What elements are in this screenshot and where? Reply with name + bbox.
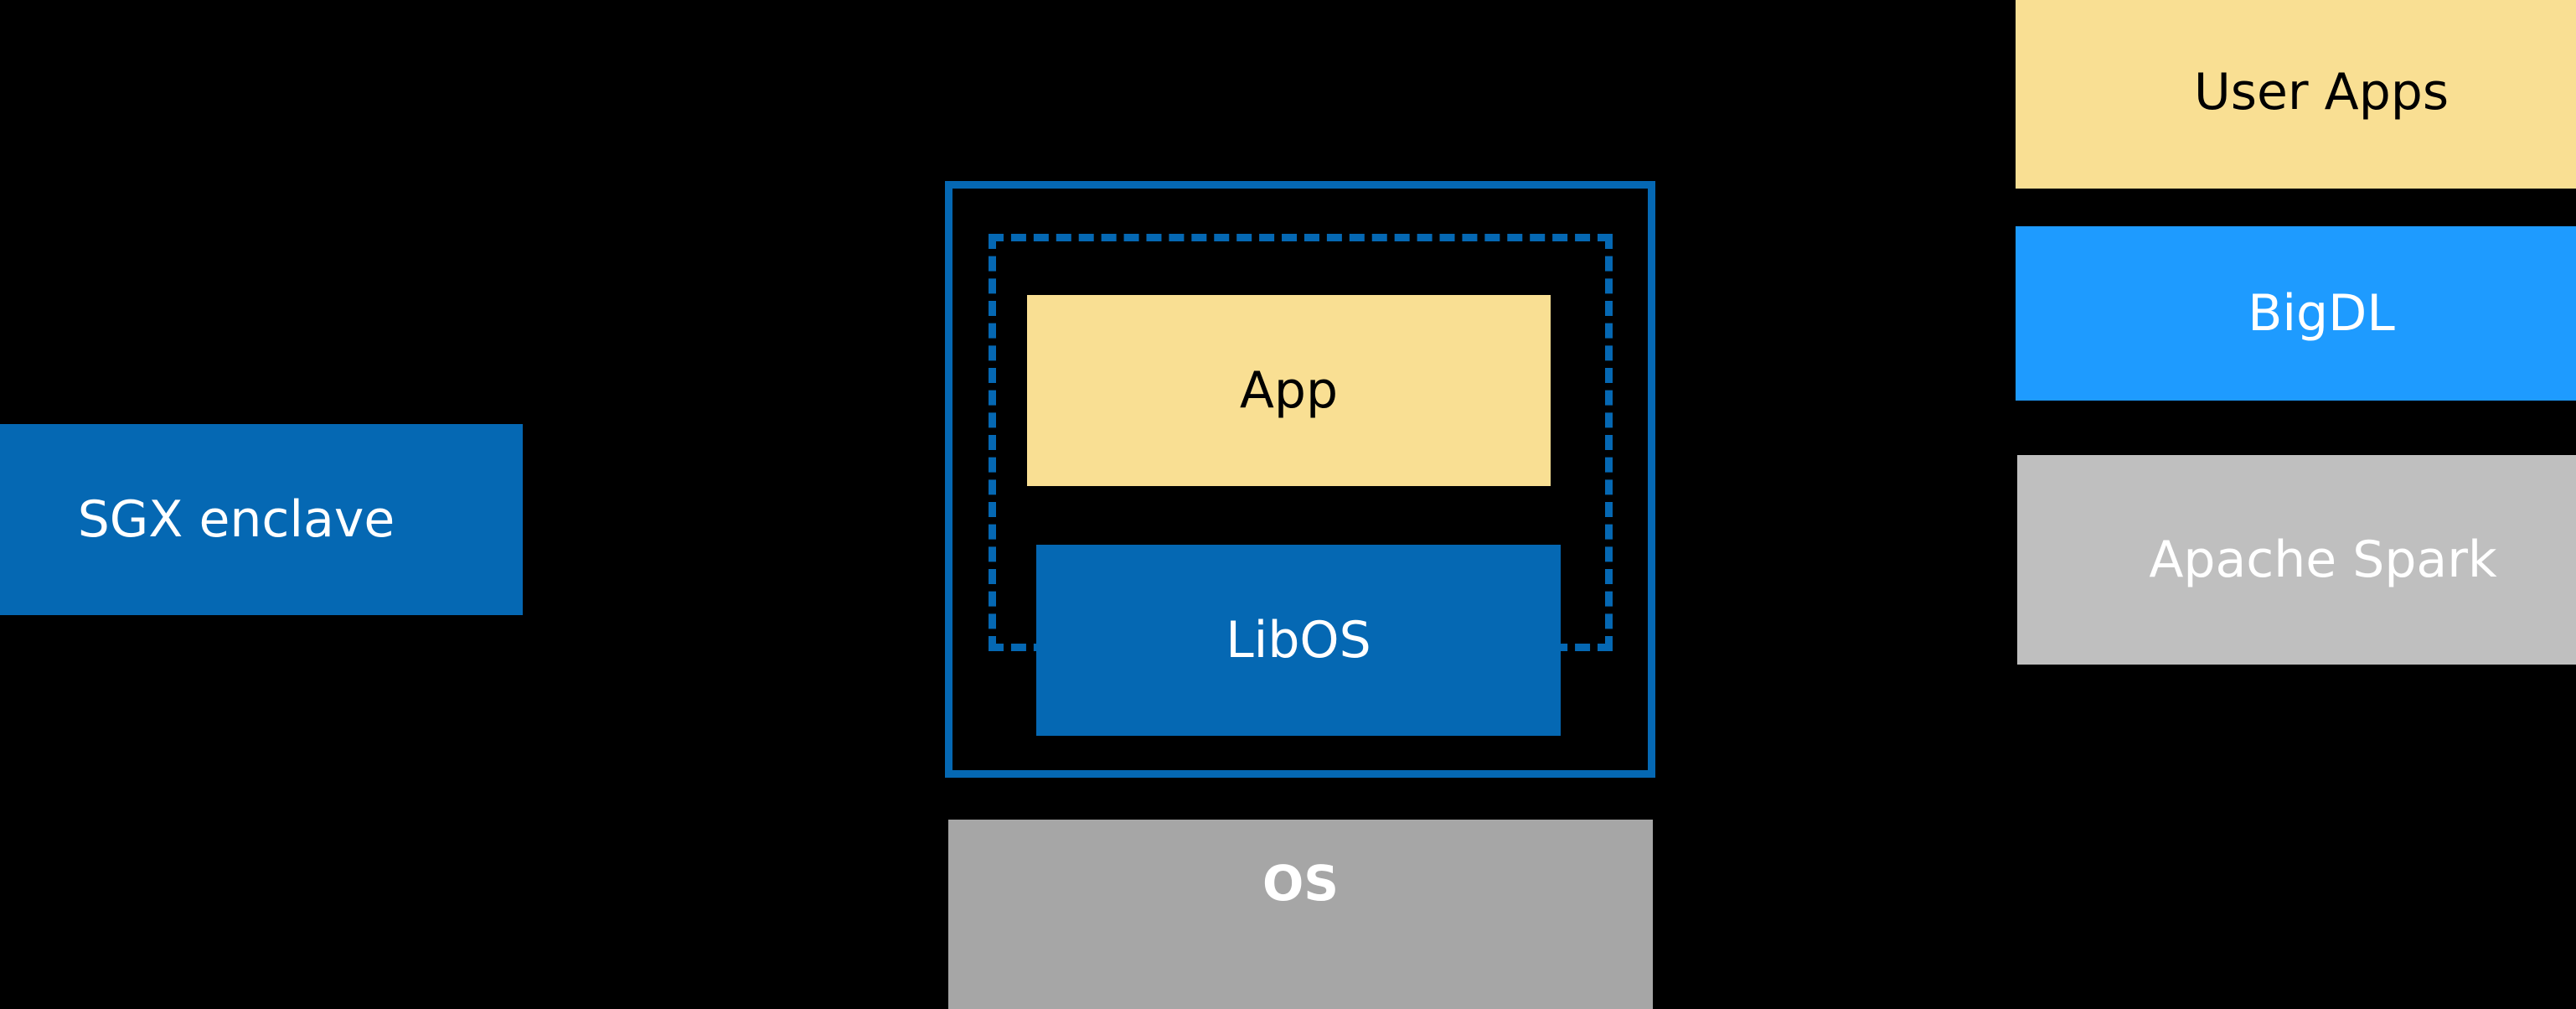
app-label: App — [1239, 361, 1339, 420]
app-box: App — [1027, 295, 1551, 486]
os-box: OS — [948, 820, 1653, 1009]
sgx-enclave-box: SGX enclave — [0, 424, 523, 615]
bigdl-label: BigDL — [2248, 284, 2395, 343]
enclave-frame — [945, 181, 1655, 778]
apache-spark-label: Apache Spark — [2149, 530, 2497, 589]
libos-label: LibOS — [1226, 611, 1371, 670]
bigdl-box: BigDL — [2016, 226, 2576, 401]
os-label: OS — [1262, 855, 1340, 912]
sgx-enclave-label: SGX enclave — [77, 490, 395, 549]
user-apps-label: User Apps — [2193, 63, 2450, 122]
apache-spark-box: Apache Spark — [2017, 455, 2576, 665]
libos-box: LibOS — [1036, 545, 1561, 736]
user-apps-box: User Apps — [2016, 0, 2576, 189]
